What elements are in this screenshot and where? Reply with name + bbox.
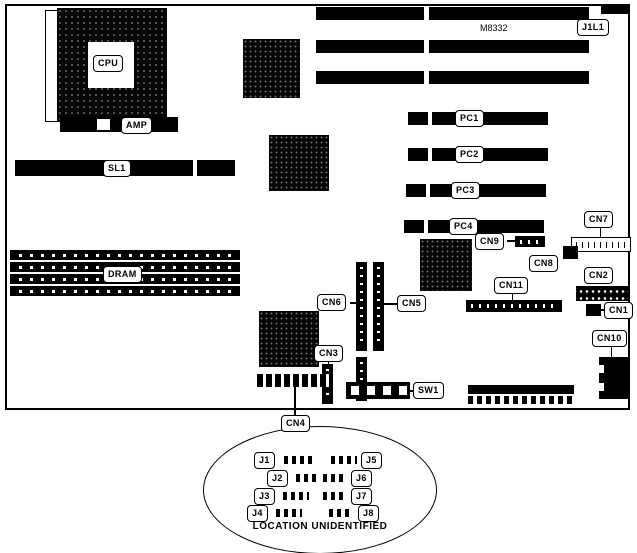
chip: [269, 135, 329, 191]
isa-slot: [429, 40, 589, 53]
callout-line: [600, 228, 601, 237]
model-text: M8332: [480, 23, 508, 33]
cn4-connector: [257, 374, 331, 387]
connector-strip: [356, 357, 367, 401]
slot-key-notch: [428, 112, 432, 125]
j3-label: J3: [254, 488, 275, 505]
cn8-connector: [563, 246, 578, 259]
callout-line: [410, 390, 414, 392]
sl1-label: SL1: [103, 160, 131, 177]
j7-label: J7: [351, 488, 372, 505]
slot-key-notch: [424, 220, 428, 233]
cn7-connector: [571, 237, 631, 252]
cn9-label: CN9: [475, 233, 505, 250]
callout-line: [512, 293, 513, 300]
j6-label: J6: [351, 470, 372, 487]
cn9-connector: [515, 236, 545, 247]
chip: [243, 39, 300, 98]
amp-label: AMP: [121, 117, 153, 134]
isa-slot: [429, 71, 589, 84]
isa-slot: [316, 71, 424, 84]
slot-key-notch: [428, 148, 432, 161]
cn11-connector: [466, 300, 562, 312]
cn6-connector: [356, 262, 367, 351]
cn5-connector: [373, 262, 384, 351]
pin-header-teeth: [468, 396, 574, 404]
amp-bar: [60, 117, 178, 132]
callout-line: [350, 302, 357, 304]
dram-slot: [10, 286, 240, 296]
j1-connector-icon: [284, 456, 312, 464]
j8-connector-icon: [329, 509, 353, 517]
j2-label: J2: [267, 470, 288, 487]
cn7-label: CN7: [584, 211, 614, 228]
callout-line: [294, 387, 296, 416]
cn11-label: CN11: [494, 277, 529, 294]
legend-ellipse: [203, 426, 437, 553]
callout-line: [328, 361, 329, 365]
j8-label: J8: [358, 505, 379, 522]
j3-connector-icon: [283, 492, 309, 500]
callout-line: [611, 346, 612, 357]
pc4-label: PC4: [449, 218, 478, 235]
cn2-connector: [576, 286, 628, 301]
pc2-label: PC2: [455, 146, 484, 163]
sw1-label: SW1: [413, 382, 444, 399]
j7-connector-icon: [323, 492, 347, 500]
j5-connector-icon: [331, 456, 357, 464]
chip: [420, 239, 472, 291]
legend-caption: LOCATION UNIDENTIFIED: [252, 521, 388, 532]
cn5-label: CN5: [397, 295, 427, 312]
j1-label: J1: [254, 452, 275, 469]
pc1-label: PC1: [455, 110, 484, 127]
callout-line: [384, 303, 398, 305]
pin-header-bar: [468, 385, 574, 394]
j4-label: J4: [247, 505, 268, 522]
cn10-connector: [599, 357, 629, 399]
cn1-label: CN1: [604, 302, 634, 319]
dram-label: DRAM: [103, 266, 142, 283]
cn8-label: CN8: [529, 255, 559, 272]
amp-bar-notch: [97, 119, 110, 130]
j1l1-label: J1L1: [577, 19, 610, 36]
cn4-label: CN4: [281, 415, 311, 432]
cn2-label: CN2: [584, 267, 614, 284]
connector-notch: [599, 365, 604, 373]
cn10-label: CN10: [592, 330, 627, 347]
slot-key-notch: [426, 184, 430, 197]
connector-notch: [599, 383, 604, 391]
slot-key-notch: [193, 160, 197, 176]
j4-connector-icon: [276, 509, 302, 517]
dram-slot: [10, 250, 240, 260]
pc3-label: PC3: [451, 182, 480, 199]
sw1-dip-switch: [346, 382, 410, 399]
board-outline: [5, 4, 630, 410]
j5-label: J5: [361, 452, 382, 469]
cn1-connector: [586, 304, 601, 316]
isa-slot: [316, 40, 424, 53]
cn6-label: CN6: [317, 294, 347, 311]
callout-line: [507, 240, 515, 242]
cpu-label: CPU: [93, 55, 124, 72]
chip: [259, 311, 319, 367]
j2-connector-icon: [296, 474, 320, 482]
isa-slot: [429, 7, 589, 20]
callout-line: [601, 309, 605, 311]
j6-connector-icon: [323, 474, 347, 482]
j1l1-connector: [601, 5, 629, 14]
isa-slot: [316, 7, 424, 20]
cn3-label: CN3: [314, 345, 344, 362]
